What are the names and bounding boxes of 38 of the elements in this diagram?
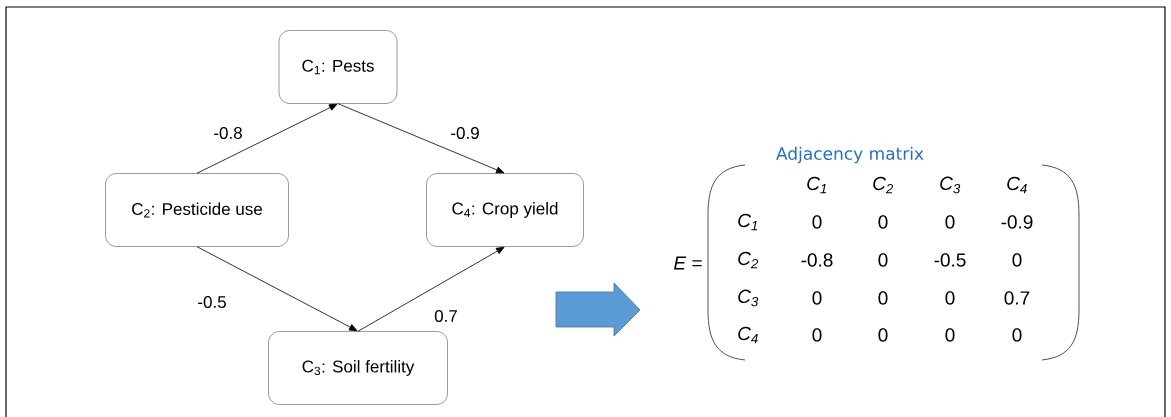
concept-box: C$_{4}$: Crop yield [426,173,584,247]
matrix-entry: 0 [812,215,822,229]
concept-box: C$_{3}$: Soil fertility [268,331,448,405]
matrix-header: C$_{4}$ [738,326,758,344]
arrow [196,246,358,332]
edge-label: -0.9 [449,125,481,140]
matrix-header: C$_{4}$ [1007,176,1027,194]
matrix-header: C$_{3}$ [940,176,961,194]
matrix-title: Adjacency matrix [776,146,924,164]
matrix-entry: 0 [878,291,888,305]
matrix-entry: -0.9 [1001,215,1033,229]
arrow [196,103,338,174]
matrix-entry: 0 [945,328,955,342]
edge-label: -0.5 [196,294,228,309]
edge-label: 0.7 [433,308,459,323]
arrow [357,246,505,332]
matrix-header: C$_{3}$ [738,289,759,307]
matrix-entry: -0.5 [934,253,966,267]
matrix-entry: 0.7 [1004,291,1030,305]
matrix-entry: 0 [812,328,822,342]
arrow [337,103,505,174]
matrix-header: C$_{1}$ [807,176,827,194]
matrix-header: C$_{2}$ [738,251,759,269]
matrix-name: E = [673,256,702,270]
matrix-entry: 0 [878,215,888,229]
matrix-entry: 0 [878,328,888,342]
concept-box: C$_{1}$: Pests [278,30,398,104]
matrix-entry: 0 [812,291,822,305]
concept-box: C$_{2}$: Pesticide use [105,173,289,247]
matrix-entry: 0 [945,215,955,229]
matrix-header: C$_{1}$ [738,213,758,231]
matrix-entry: 0 [945,291,955,305]
matrix-entry: -0.8 [801,253,833,267]
matrix-entry: 0 [878,253,888,267]
matrix-entry: 0 [1012,328,1022,342]
edge-label: -0.8 [212,125,244,140]
matrix-entry: 0 [1012,253,1022,267]
matrix-header: C$_{2}$ [873,176,894,194]
